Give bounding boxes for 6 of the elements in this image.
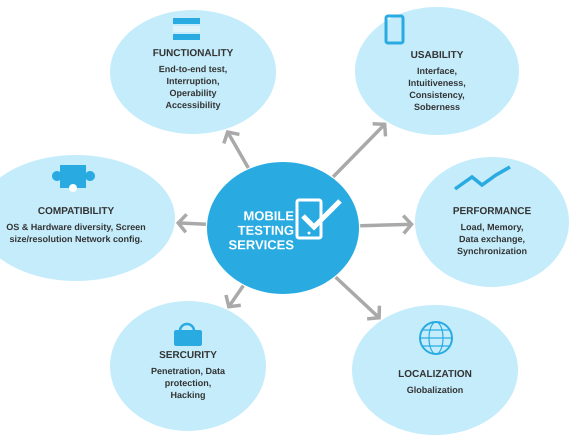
arrow — [176, 213, 206, 234]
arrow — [332, 122, 388, 178]
arrow — [360, 214, 414, 235]
arrow — [334, 276, 382, 321]
arrow — [224, 284, 245, 309]
arrow — [222, 130, 250, 169]
